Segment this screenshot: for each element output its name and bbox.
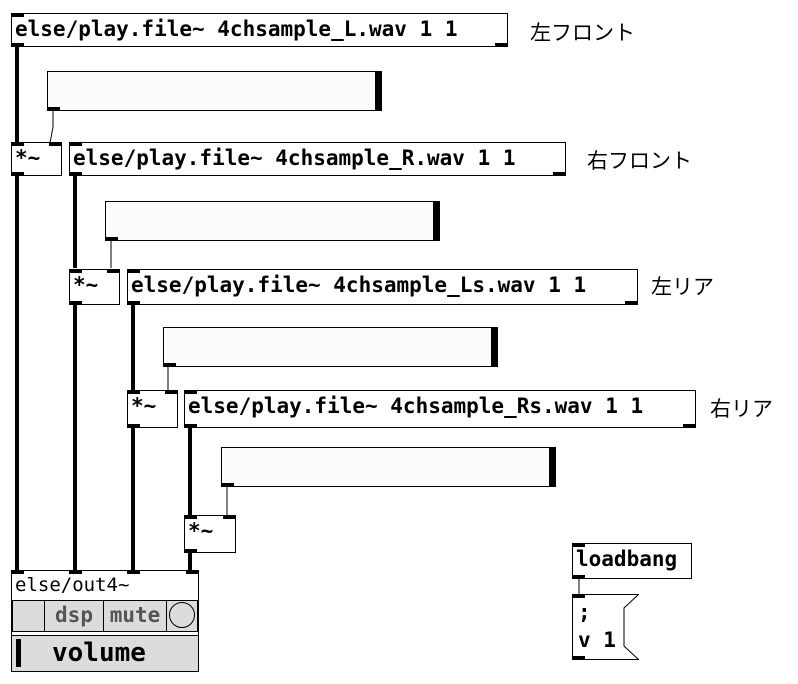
object-text: *~: [73, 273, 99, 297]
outlet[interactable]: [128, 301, 140, 304]
object-text: *~: [131, 394, 157, 418]
slider-knob[interactable]: [549, 448, 555, 486]
outlet[interactable]: [573, 575, 585, 578]
multiply-object-rear-right[interactable]: *~: [184, 515, 236, 553]
object-text: else/play.file~ 4chsample_L.wav 1 1: [15, 17, 458, 41]
inlet[interactable]: [12, 143, 24, 146]
outlet[interactable]: [70, 172, 82, 175]
inlet[interactable]: [573, 544, 585, 547]
play-file-front-left-object[interactable]: else/play.file~ 4chsample_L.wav 1 1: [11, 13, 508, 47]
object-text: else/play.file~ 4chsample_Ls.wav 1 1: [131, 273, 587, 297]
play-file-rear-left-object[interactable]: else/play.file~ 4chsample_Ls.wav 1 1: [127, 269, 638, 305]
outlet[interactable]: [495, 43, 507, 46]
inlet[interactable]: [12, 14, 24, 17]
play-file-front-right-object[interactable]: else/play.file~ 4chsample_R.wav 1 1: [69, 142, 566, 176]
slider-front-left-level[interactable]: [47, 71, 382, 111]
volume-slider[interactable]: volume: [12, 635, 198, 671]
object-text: *~: [188, 519, 214, 543]
comment-front-right: 右フロント: [587, 149, 692, 173]
inlet[interactable]: [70, 143, 82, 146]
message-line-2: v 1: [578, 628, 616, 652]
object-text: else/play.file~ 4chsample_R.wav 1 1: [73, 146, 516, 170]
inlet[interactable]: [223, 516, 235, 519]
comment-front-left: 左フロント: [530, 21, 635, 45]
slider-knob[interactable]: [491, 328, 497, 366]
out4-title: else/out4~: [15, 574, 130, 596]
outlet[interactable]: [12, 43, 24, 46]
slider-knob[interactable]: [375, 72, 381, 110]
object-text: *~: [15, 146, 41, 170]
inlet[interactable]: [185, 391, 197, 394]
inlet[interactable]: [70, 270, 82, 273]
outlet[interactable]: [128, 424, 140, 427]
slider-rear-right-level[interactable]: [221, 447, 556, 487]
slider-knob[interactable]: [433, 202, 439, 240]
object-text: else/play.file~ 4chsample_Rs.wav 1 1: [188, 394, 644, 418]
inlet[interactable]: [165, 391, 177, 394]
dsp-toggle[interactable]: dsp: [44, 600, 104, 632]
object-text: loadbang: [576, 547, 678, 571]
slider-front-right-level[interactable]: [105, 201, 440, 241]
comment-rear-right: 右リア: [710, 397, 773, 421]
comment-rear-left: 左リア: [651, 275, 714, 299]
outlet[interactable]: [221, 483, 234, 487]
inlet[interactable]: [11, 570, 24, 574]
loadbang-object[interactable]: loadbang: [572, 543, 692, 579]
outlet[interactable]: [105, 237, 118, 241]
out4-spacer-cell: [12, 600, 45, 632]
outlet[interactable]: [163, 363, 176, 367]
inlet[interactable]: [69, 570, 82, 574]
multiply-object-front-right[interactable]: *~: [69, 269, 120, 305]
outlet[interactable]: [12, 172, 24, 175]
inlet[interactable]: [128, 391, 140, 394]
outlet[interactable]: [553, 172, 565, 175]
inlet[interactable]: [186, 570, 199, 574]
out4-output-object[interactable]: else/out4~ dsp mute volume: [11, 570, 199, 672]
outlet[interactable]: [47, 107, 60, 111]
outlet[interactable]: [185, 549, 197, 552]
inlet[interactable]: [49, 143, 61, 146]
inlet[interactable]: [107, 270, 119, 273]
inlet[interactable]: [128, 270, 140, 273]
outlet[interactable]: [185, 424, 197, 427]
volume-slider-knob[interactable]: [16, 639, 21, 667]
play-file-rear-right-object[interactable]: else/play.file~ 4chsample_Rs.wav 1 1: [184, 390, 696, 428]
slider-rear-left-level[interactable]: [163, 327, 498, 367]
message-line-1: ;: [578, 600, 591, 624]
message-text: ; v 1: [578, 598, 616, 654]
outlet[interactable]: [625, 301, 637, 304]
multiply-object-front-left[interactable]: *~: [11, 142, 62, 176]
outlet[interactable]: [70, 301, 82, 304]
mute-toggle[interactable]: mute: [103, 600, 167, 632]
status-indicator-icon[interactable]: [169, 602, 195, 628]
inlet[interactable]: [185, 516, 197, 519]
outlet[interactable]: [683, 424, 695, 427]
volume-message-box[interactable]: ; v 1: [572, 594, 639, 660]
inlet[interactable]: [127, 570, 140, 574]
volume-label: volume: [52, 638, 146, 668]
message-box-outline: [572, 594, 639, 660]
multiply-object-rear-left[interactable]: *~: [127, 390, 178, 428]
